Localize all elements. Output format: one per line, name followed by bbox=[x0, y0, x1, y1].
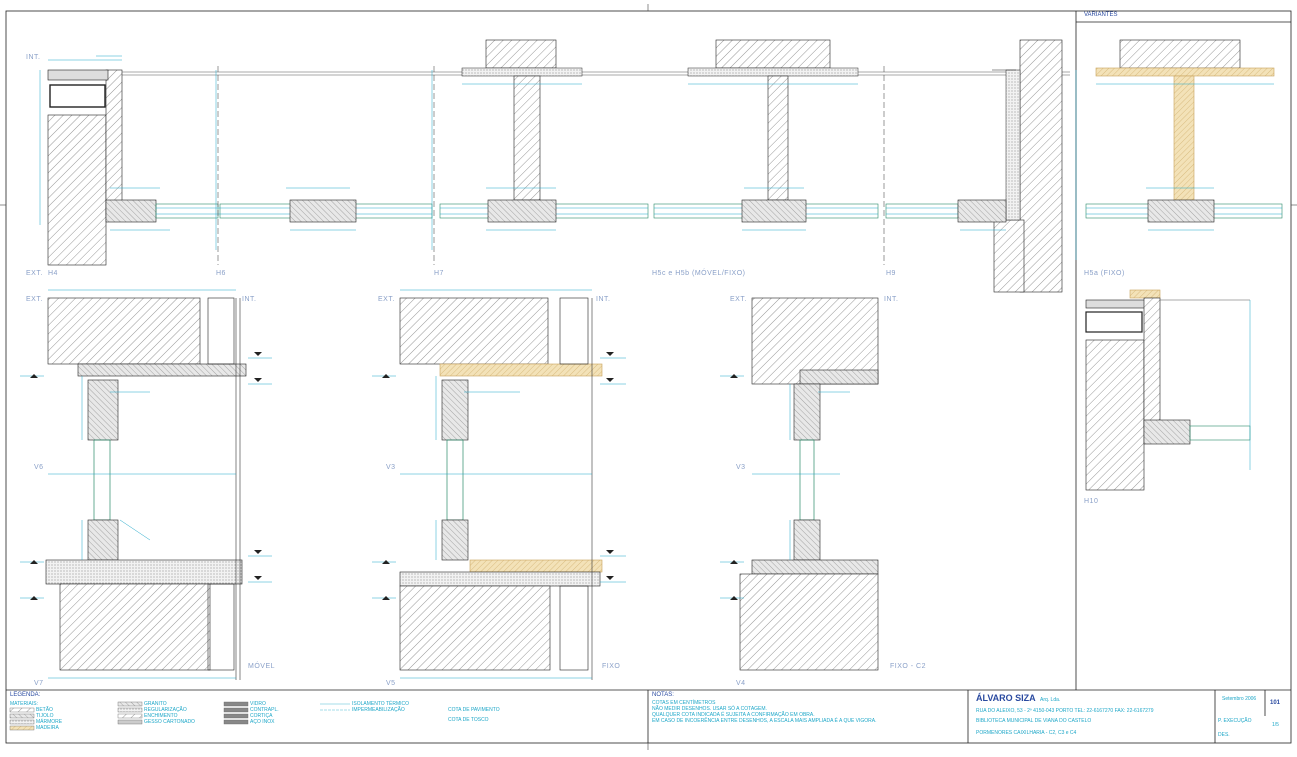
label-v6: V6 bbox=[34, 464, 44, 471]
legend-item: IMPERMEABILIZAÇÃO bbox=[352, 707, 405, 713]
section-h10 bbox=[1085, 289, 1251, 491]
legend-item: ENCHIMENTO bbox=[144, 713, 178, 719]
label-h6: H6 bbox=[216, 270, 226, 277]
section-v3-v5 bbox=[399, 297, 603, 680]
label-v3: V3 bbox=[386, 464, 396, 471]
note-line: NÃO MEDIR DESENHOS. USAR SÓ A COTAGEM. bbox=[652, 706, 767, 712]
label-h10: H10 bbox=[1084, 498, 1099, 505]
label-h5a: H5a (FIXO) bbox=[1084, 270, 1125, 277]
legend-item: MADEIRA bbox=[36, 725, 59, 731]
project-name: BIBLIOTECA MUNICIPAL DE VIANA DO CASTELO bbox=[976, 718, 1092, 724]
label-h5: H5c e H5b (MÓVEL/FIXO) bbox=[652, 270, 746, 277]
label-int: INT. bbox=[596, 296, 611, 303]
label-v5: V5 bbox=[386, 680, 396, 687]
legend-item: BETÃO bbox=[36, 707, 53, 713]
bottom-dimensions bbox=[20, 289, 850, 679]
label-ext: EXT. bbox=[26, 296, 43, 303]
legend-item: CORTIÇA bbox=[250, 713, 273, 719]
label-int: INT. bbox=[242, 296, 257, 303]
legend-item: COTA DE TOSCO bbox=[448, 717, 489, 723]
legend-item: GRANITO bbox=[144, 701, 167, 707]
date: Setembro 2006 bbox=[1222, 696, 1257, 702]
section-h6 bbox=[217, 66, 357, 265]
label-h9: H9 bbox=[886, 270, 896, 277]
label-h4: H4 bbox=[48, 270, 58, 277]
revision: DES. bbox=[1218, 732, 1230, 738]
label-ext: EXT. bbox=[26, 270, 43, 277]
legend-item: REGULARIZAÇÃO bbox=[144, 707, 187, 713]
label-int: INT. bbox=[26, 54, 41, 61]
architect-name: ÁLVARO SIZA bbox=[976, 693, 1036, 703]
section-h7 bbox=[433, 39, 583, 265]
legend-item: MÁRMORE bbox=[36, 719, 63, 725]
variants-header: VARIANTES bbox=[1084, 12, 1118, 18]
label-ext: EXT. bbox=[730, 296, 747, 303]
legend-swatches bbox=[9, 701, 350, 731]
legend-item: VIDRO bbox=[250, 701, 266, 707]
phase: P. EXECUÇÃO bbox=[1218, 718, 1252, 724]
note-line: COTAS EM CENTÍMETROS bbox=[652, 700, 716, 706]
legend-item: COTA DE PAVIMENTO bbox=[448, 707, 500, 713]
note-line: EM CASO DE INCOERÊNCIA ENTRE DESENHOS, A… bbox=[652, 718, 877, 724]
label-movel: MÓVEL bbox=[248, 663, 276, 670]
note-line: QUALQUER COTA INDICADA É SUJEITA A CONFI… bbox=[652, 712, 815, 718]
legend-item: ISOLAMENTO TÉRMICO bbox=[352, 701, 410, 707]
section-v6-v7 bbox=[45, 297, 247, 680]
label-v7: V7 bbox=[34, 680, 44, 687]
legend-title: LEGENDA: bbox=[10, 692, 41, 698]
section-h5 bbox=[687, 39, 859, 223]
legend-item: CONTRAPL. bbox=[250, 707, 279, 713]
level-markers bbox=[30, 352, 738, 600]
label-fixo: FIXO bbox=[602, 663, 621, 670]
legend-item: AÇO INOX bbox=[250, 719, 275, 725]
label-ext: EXT. bbox=[378, 296, 395, 303]
section-v3-v4 bbox=[739, 297, 879, 671]
legend-item: GESSO CARTONADO bbox=[144, 719, 195, 725]
section-h5a bbox=[1095, 39, 1275, 223]
legend-item: TIJOLO bbox=[36, 713, 54, 719]
label-h7: H7 bbox=[434, 270, 444, 277]
top-dimensions bbox=[39, 55, 1274, 260]
firm-name: Arq. Lda. bbox=[1040, 697, 1061, 703]
sheet-number: 101 bbox=[1270, 700, 1281, 706]
address: RUA DO ALEIXO, 53 - 2º 4150-043 PORTO TE… bbox=[976, 708, 1154, 714]
legend-item: MATERIAIS: bbox=[10, 701, 38, 707]
sheet-frame bbox=[5, 10, 1292, 744]
section-h9 bbox=[883, 39, 1063, 293]
label-v4: V4 bbox=[736, 680, 746, 687]
label-v3: V3 bbox=[736, 464, 746, 471]
notes-title: NOTAS: bbox=[652, 692, 674, 698]
label-fixo-c2: FIXO - C2 bbox=[890, 663, 927, 670]
label-int: INT. bbox=[884, 296, 899, 303]
section-h4 bbox=[47, 69, 1070, 266]
scale: 1/5 bbox=[1272, 722, 1279, 728]
drawing-title: PORMENORES CAIXILHARIA - C2, C3 e C4 bbox=[976, 730, 1077, 736]
